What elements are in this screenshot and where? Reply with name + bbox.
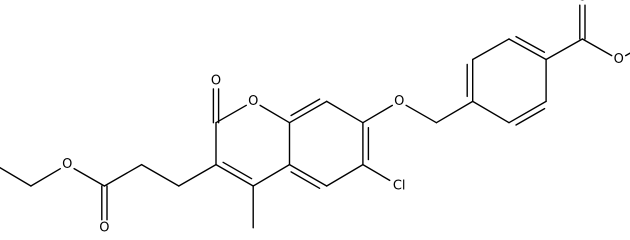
bond xyxy=(515,35,546,53)
ring-oxygen-label: O xyxy=(248,94,258,109)
bond xyxy=(508,100,547,124)
bond xyxy=(178,163,217,187)
ester-oxygen-methyl-label: O xyxy=(614,52,624,67)
bond xyxy=(288,100,328,124)
bond xyxy=(252,163,291,187)
bond xyxy=(0,166,32,187)
bond xyxy=(405,104,438,124)
bond xyxy=(288,163,328,187)
carbonyl-oxygen-lactone-label: O xyxy=(211,73,221,88)
bond xyxy=(581,38,613,57)
bond xyxy=(326,163,364,187)
bond xyxy=(326,100,364,124)
bond xyxy=(290,171,321,190)
bond xyxy=(362,163,391,182)
chlorine-label: Cl xyxy=(393,179,406,194)
bond xyxy=(215,104,248,124)
bond xyxy=(73,167,106,187)
bond xyxy=(215,163,254,187)
structure: O O O O O O O Cl xyxy=(0,0,630,235)
bond xyxy=(472,100,510,124)
bond xyxy=(222,161,253,180)
bond xyxy=(545,38,584,61)
bond xyxy=(625,52,630,57)
bond xyxy=(515,107,546,126)
bond xyxy=(140,163,180,187)
bond xyxy=(508,38,547,61)
bond xyxy=(472,38,510,61)
bond xyxy=(259,104,291,124)
bond xyxy=(435,100,474,124)
bond xyxy=(290,98,321,117)
bond xyxy=(30,167,61,187)
ester-carbonyl-oxygen-bottom-label: O xyxy=(99,220,109,235)
bond xyxy=(362,104,393,124)
ester-oxygen-ethyl-label: O xyxy=(62,157,72,172)
ether-oxygen-label: O xyxy=(394,94,404,109)
ester-carbonyl-oxygen-top-label: O xyxy=(577,0,587,5)
bond xyxy=(103,163,143,187)
